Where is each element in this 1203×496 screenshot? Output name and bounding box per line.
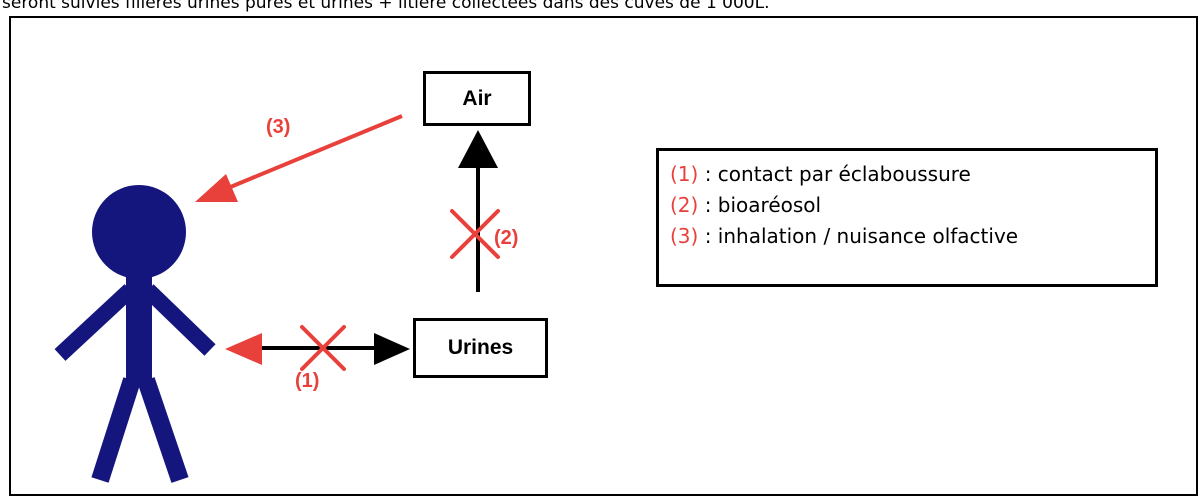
person-left-arm xyxy=(54,284,136,361)
route-3-label: (3) xyxy=(266,116,291,138)
legend-text: : bioaréosol xyxy=(698,193,822,217)
person-right-leg xyxy=(137,377,189,483)
route-2-arrow xyxy=(458,130,498,292)
exposure-diagram xyxy=(54,114,500,483)
route-1-label: (1) xyxy=(295,370,320,392)
legend-box: (1) : contact par éclaboussure (2) : bio… xyxy=(656,148,1158,287)
route-2-label: (2) xyxy=(494,227,519,249)
legend-text: : contact par éclaboussure xyxy=(698,162,971,186)
legend-number: (2) xyxy=(670,193,699,217)
red-x-cross-icon xyxy=(450,209,500,259)
legend-number: (3) xyxy=(670,224,699,248)
legend-item-2: (2) : bioaréosol xyxy=(670,190,1155,221)
legend-number: (1) xyxy=(670,162,699,186)
person-left-leg xyxy=(91,377,141,483)
red-x-cross-icon xyxy=(300,325,346,371)
stick-figure-person-icon xyxy=(54,185,216,483)
air-box: Air xyxy=(423,71,531,126)
legend-text: : inhalation / nuisance olfactive xyxy=(698,224,1019,248)
urine-box: Urines xyxy=(413,318,548,378)
route-1-arrow xyxy=(225,333,410,365)
legend-item-1: (1) : contact par éclaboussure xyxy=(670,159,1155,190)
caption-text: seront suivies filières urines pures et … xyxy=(2,0,770,13)
legend-item-3: (3) : inhalation / nuisance olfactive xyxy=(670,221,1155,252)
person-head xyxy=(92,185,186,279)
route-3-arrow xyxy=(195,114,403,202)
person-right-arm xyxy=(142,284,216,356)
